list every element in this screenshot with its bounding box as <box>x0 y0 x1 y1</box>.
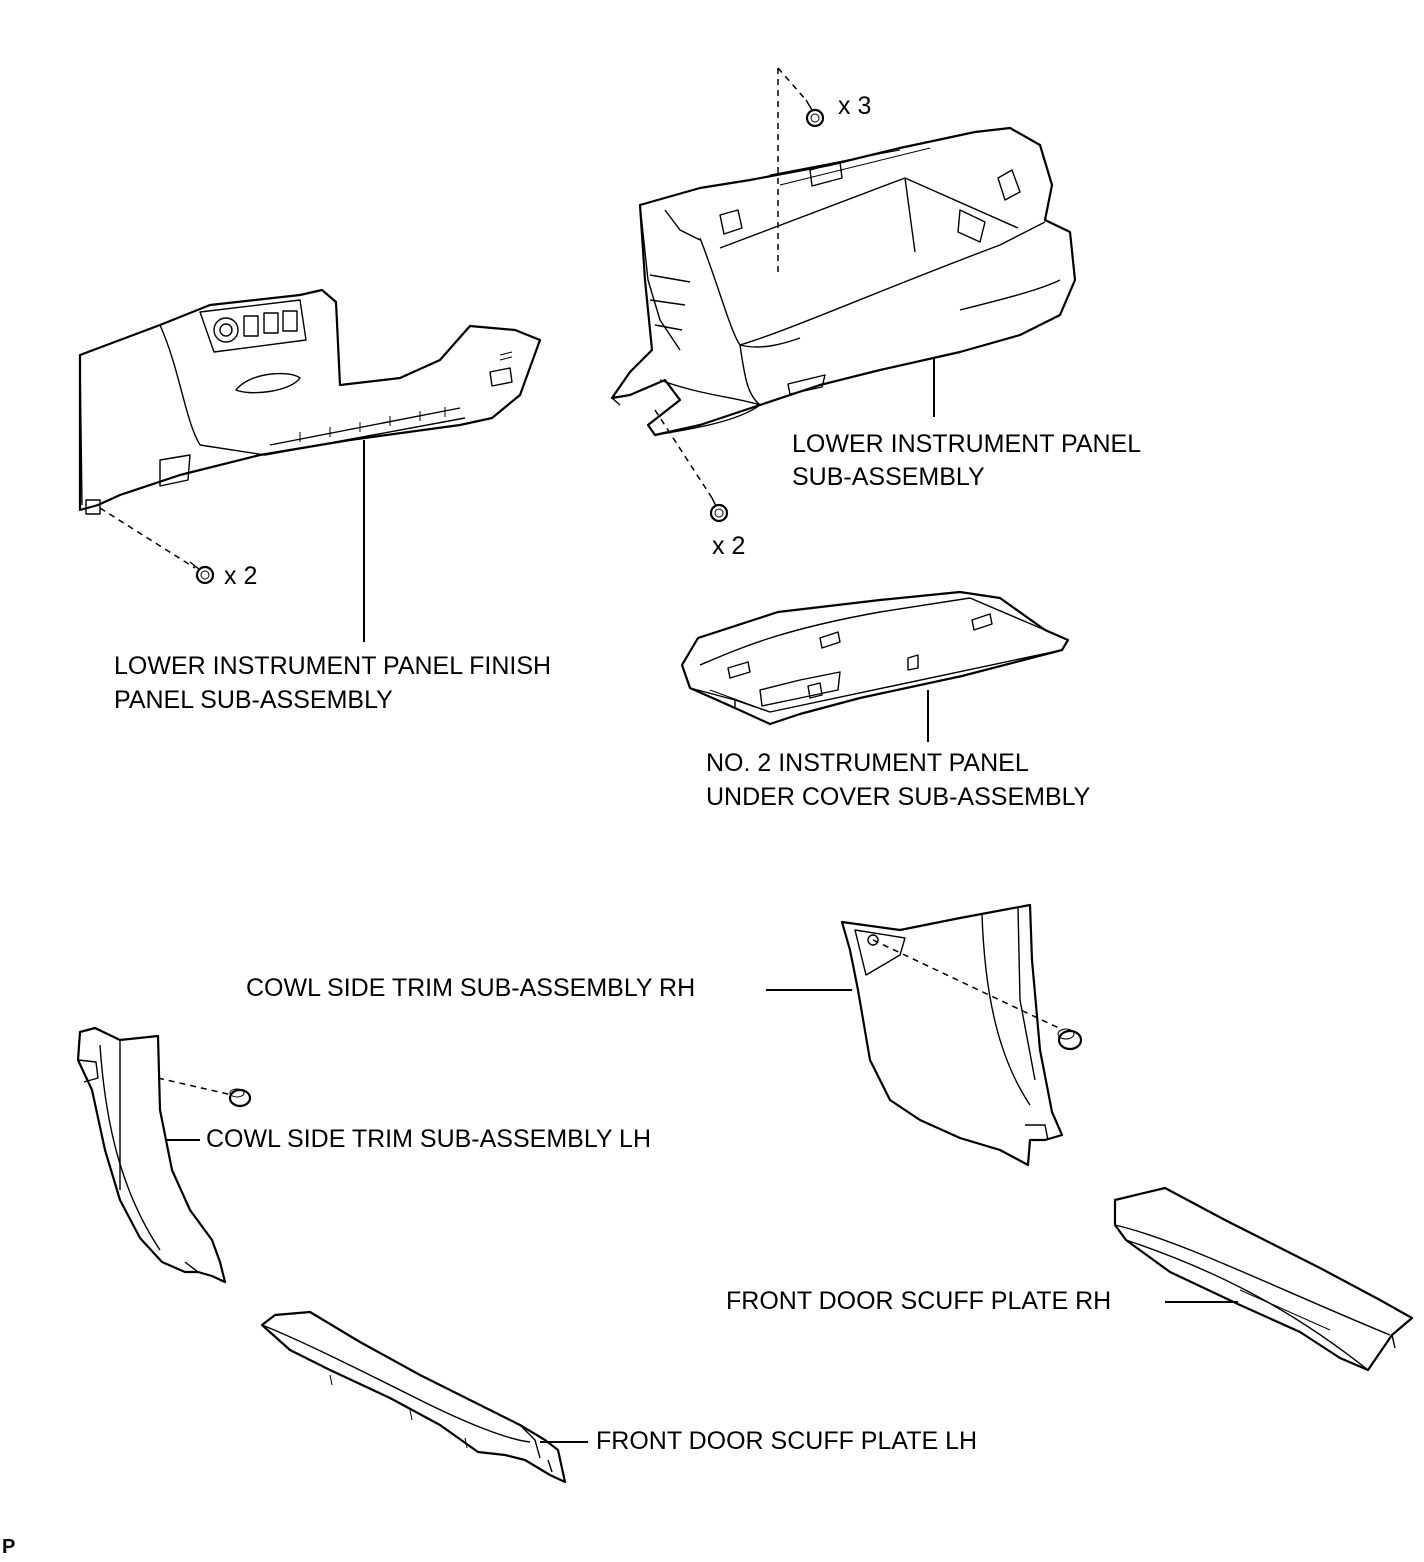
no2-instrument-panel-under-cover <box>680 590 1070 726</box>
finish-panel-screw-line <box>99 507 196 569</box>
lower-panel-top-screw-diag <box>777 67 807 101</box>
label-under-cover-line1: NO. 2 INSTRUMENT PANEL <box>706 749 1029 777</box>
label-lower-finish-panel-line1: LOWER INSTRUMENT PANEL FINISH <box>114 652 552 680</box>
front-door-scuff-plate-lh <box>260 1310 567 1484</box>
lower-instrument-panel-finish-panel <box>78 288 542 515</box>
label-cowl-side-trim-rh: COWL SIDE TRIM SUB-ASSEMBLY RH <box>246 974 696 1002</box>
cowl-side-trim-lh <box>76 1026 227 1284</box>
label-lower-panel-line2: SUB-ASSEMBLY <box>792 463 985 491</box>
cowl-lh-clip-line <box>157 1077 233 1096</box>
figure-code: P <box>2 1536 16 1558</box>
cowl-lh-clip-icon <box>228 1088 252 1108</box>
label-cowl-side-trim-lh: COWL SIDE TRIM SUB-ASSEMBLY LH <box>206 1125 652 1153</box>
qty-lower-panel-top-screws: x 3 <box>838 92 872 120</box>
label-under-cover-line2: UNDER COVER SUB-ASSEMBLY <box>706 783 1091 811</box>
cowl-rh-clip-line <box>872 939 1064 1031</box>
lower-panel-top-screw-icon <box>805 99 825 128</box>
cowl-rh-clip-icon <box>1057 1028 1083 1051</box>
label-lower-panel-line1: LOWER INSTRUMENT PANEL <box>792 430 1142 458</box>
qty-finish-panel-screws: x 2 <box>224 562 258 590</box>
lower-instrument-panel <box>610 126 1077 437</box>
label-front-door-scuff-plate-lh: FRONT DOOR SCUFF PLATE LH <box>596 1427 978 1455</box>
label-lower-finish-panel-line2: PANEL SUB-ASSEMBLY <box>114 686 393 714</box>
cowl-side-trim-rh <box>840 903 1064 1167</box>
lower-panel-bottom-screw-icon <box>709 497 729 523</box>
label-front-door-scuff-plate-rh: FRONT DOOR SCUFF PLATE RH <box>726 1287 1112 1315</box>
finish-panel-screw-icon <box>189 561 215 585</box>
qty-lower-panel-bottom-screws: x 2 <box>712 532 746 560</box>
front-door-scuff-plate-rh <box>1113 1186 1414 1372</box>
